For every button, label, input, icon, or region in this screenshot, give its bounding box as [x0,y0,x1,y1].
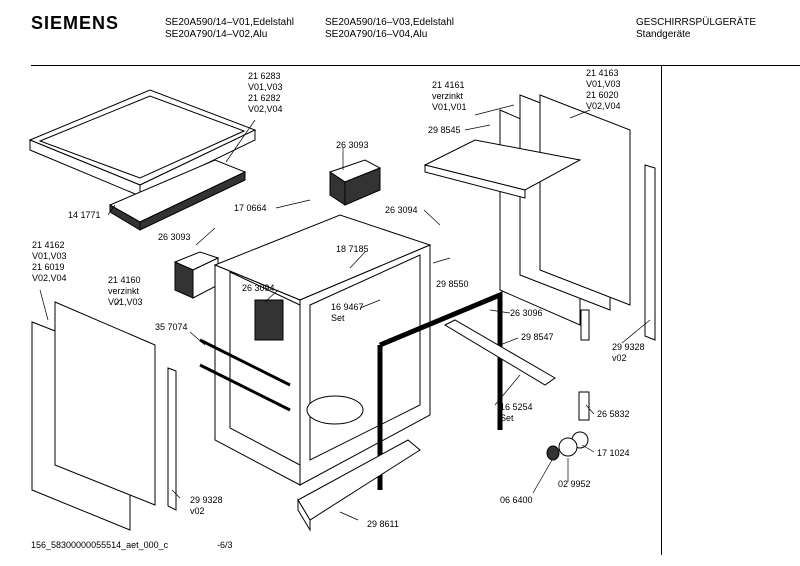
tub-part [213,214,432,486]
models-col2: SE20A590/16–V03,Edelstahl SE20A790/16–V0… [325,17,454,41]
right-margin-rule [661,65,662,555]
category: GESCHIRRSPÜLGERÄTE Standgeräte [636,17,756,41]
header-rule [31,65,800,66]
category-line: Standgeräte [636,29,691,40]
hinge-part-lower [173,251,220,299]
top-plate-part [423,139,582,199]
part-label: 02 9952 [558,479,591,489]
hose-part [546,309,590,461]
plinth-part [297,439,421,532]
model-line: SE20A590/14–V01,Edelstahl [165,17,294,28]
part-label: 26 3094 [242,283,275,293]
models-col1: SE20A590/14–V01,Edelstahl SE20A790/14–V0… [165,17,294,41]
part-label: 26 3094 [385,205,418,215]
part-label: 26 3096 [510,308,543,318]
page-number: -6/3 [217,540,233,550]
side-panel-right-part [499,94,656,341]
part-label: 29 8611 [367,519,399,529]
drawing-code: 156_58300000055514_aet_000_c [31,540,169,550]
part-label: 26 5832 [597,409,630,419]
brand-logo: SIEMENS [31,13,120,33]
rails-part [199,338,291,412]
part-label: 29 8550 [436,279,469,289]
part-label: 26 3093 [336,140,369,150]
part-label: 29 8547 [521,332,554,342]
hinge-part-upper [328,159,382,206]
part-label: 17 1024 [597,448,630,458]
worktop-bracket-part [108,159,247,231]
leader-lines [39,104,651,521]
side-panel-left-part [31,301,177,531]
part-label: 14 1771 [68,210,101,220]
model-line: SE20A590/16–V03,Edelstahl [325,17,454,28]
part-label: 17 0664 [234,203,267,213]
spray-arm-part [443,319,556,386]
part-label: 06 6400 [500,495,533,505]
part-label: 29 8545 [428,125,461,135]
model-line: SE20A790/16–V04,Alu [325,29,428,40]
part-label: 35 7074 [155,322,188,332]
part-label: 26 3093 [158,232,191,242]
model-line: SE20A790/14–V02,Alu [165,29,268,40]
category-line: GESCHIRRSPÜLGERÄTE [636,17,757,28]
part-label: 18 7185 [336,244,369,254]
